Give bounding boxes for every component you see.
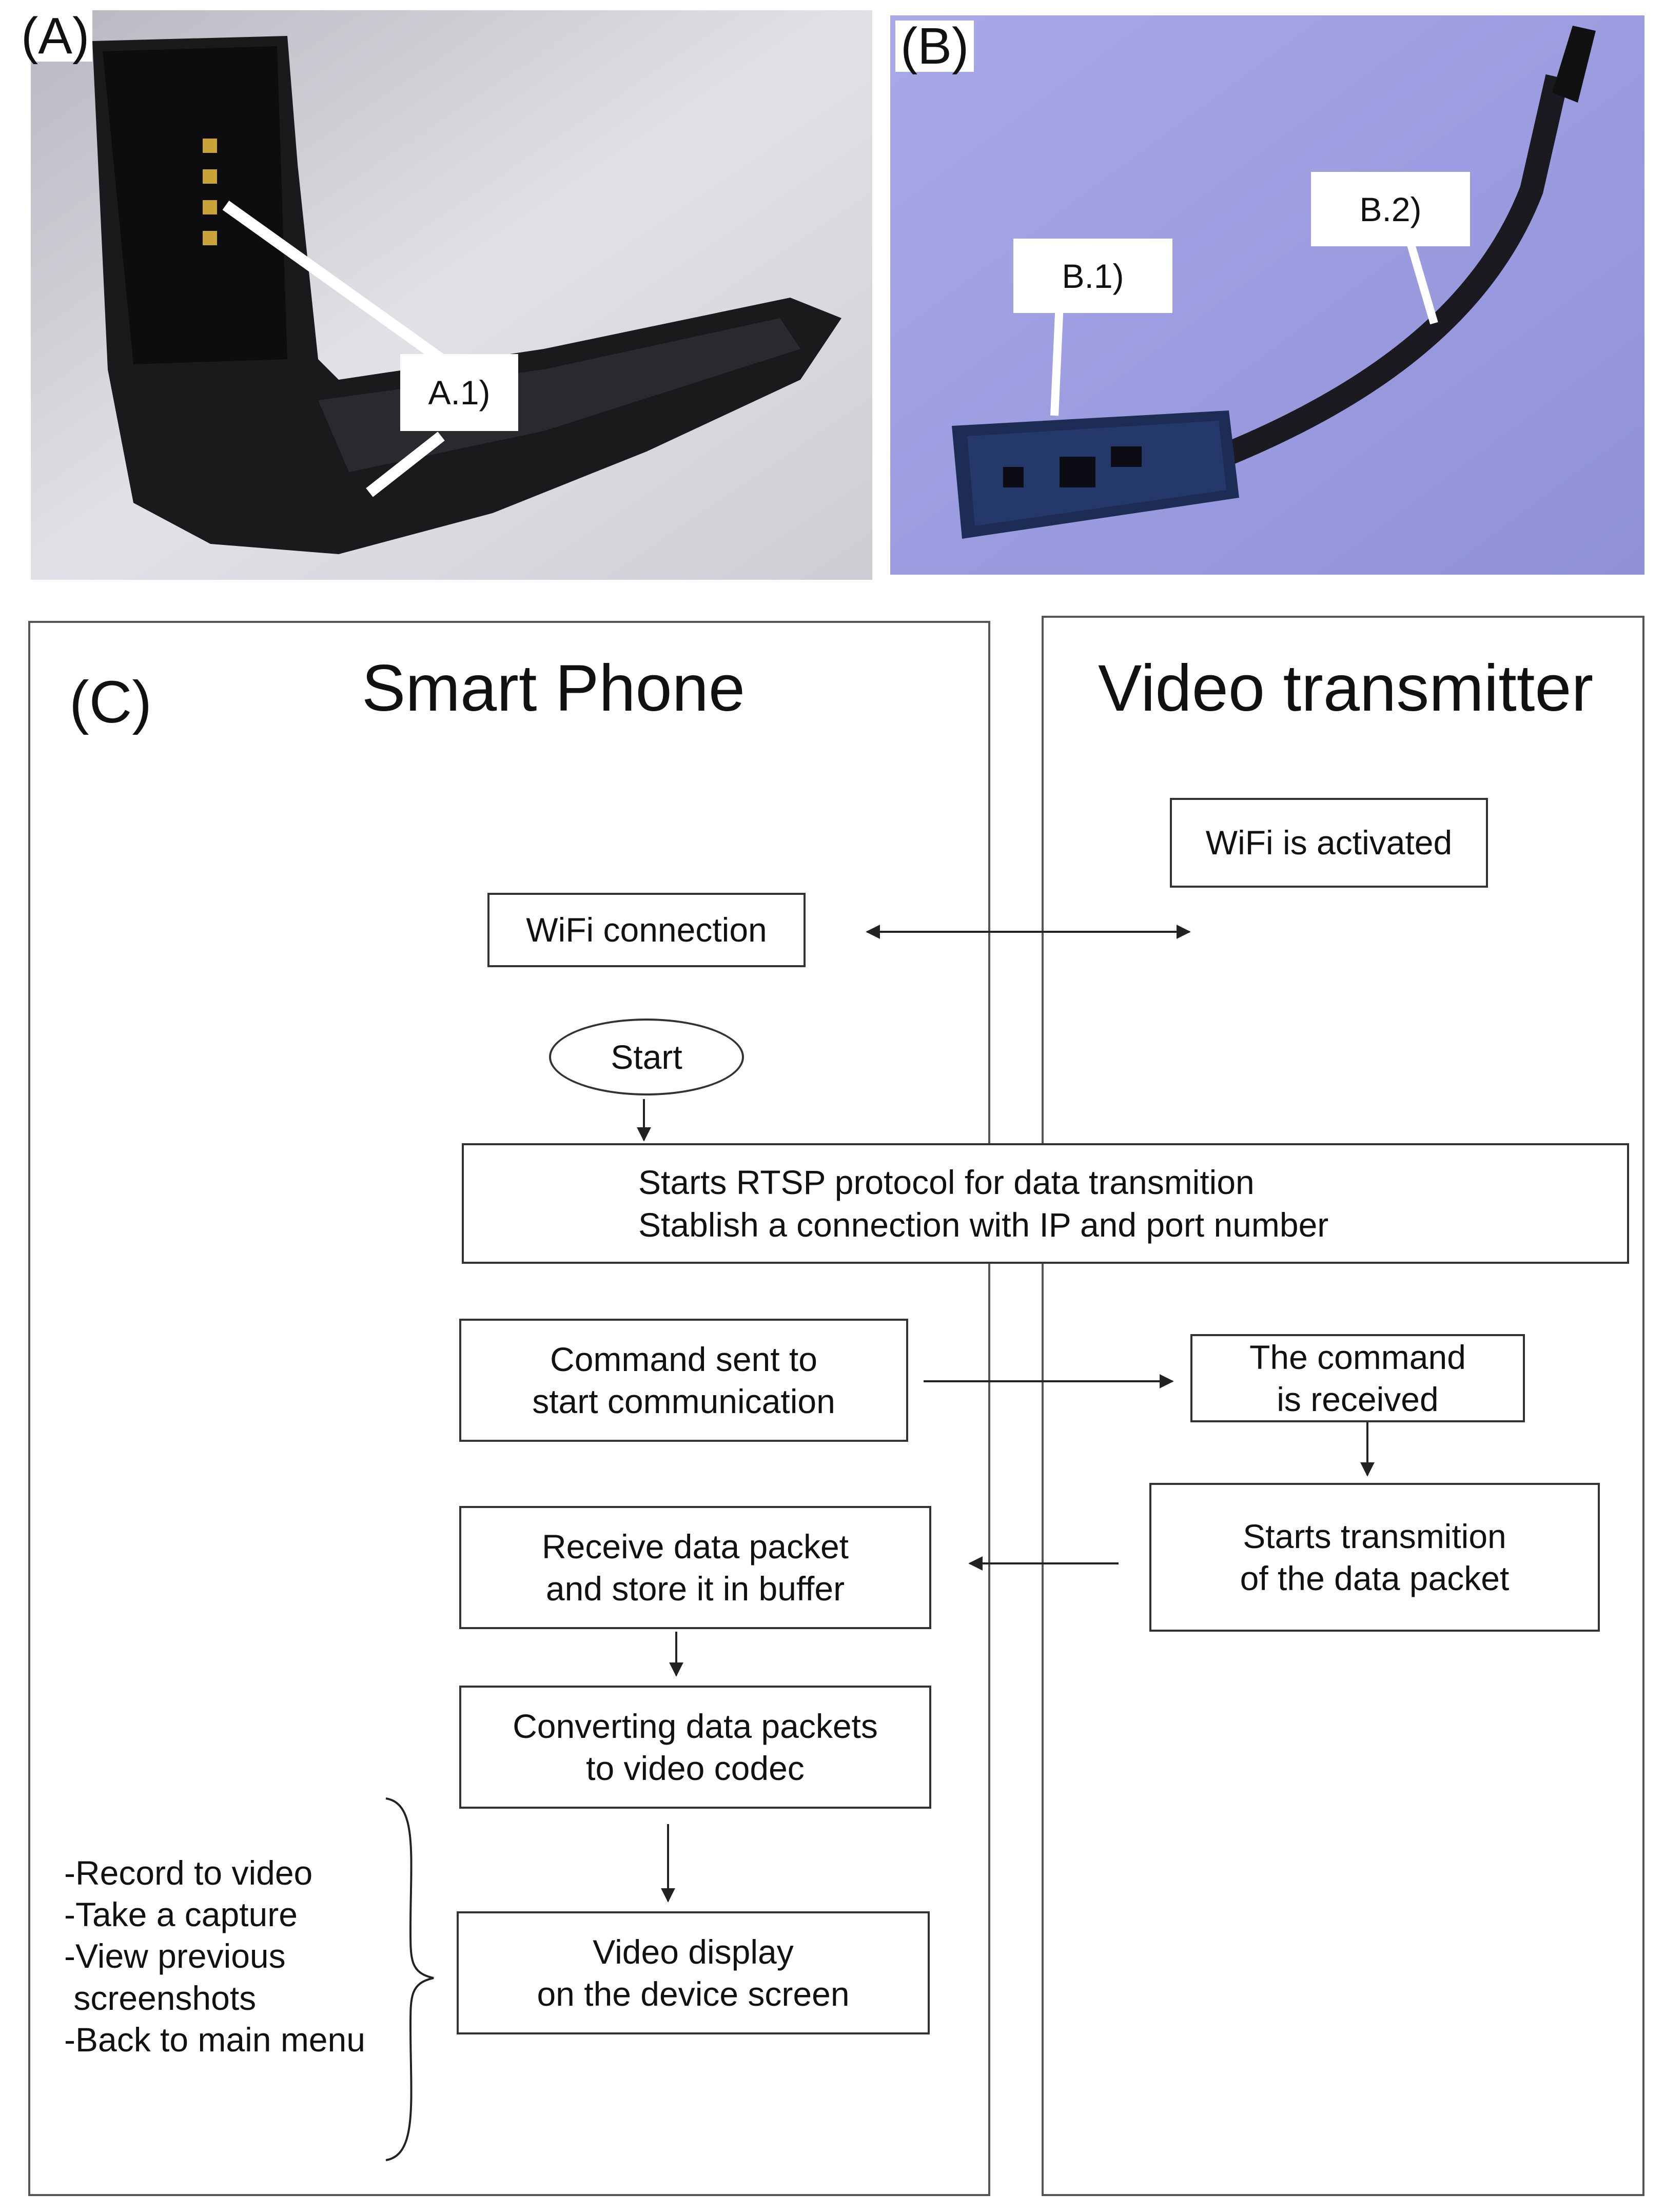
lane-title-phone: Smart Phone — [362, 652, 746, 725]
converting-box: Converting data packets to video codec — [459, 1686, 931, 1809]
command-received-box: The command is received — [1190, 1334, 1525, 1422]
lane-title-transmitter: Video transmitter — [1098, 652, 1594, 725]
option-item: -Record to video — [64, 1854, 313, 1892]
start-oval: Start — [549, 1019, 744, 1095]
lane-video-transmitter — [1042, 616, 1644, 2196]
rtsp-line-2: Stablish a connection with IP and port n… — [638, 1205, 1329, 1244]
video-display-box: Video display on the device screen — [457, 1911, 930, 2034]
command-sent-box: Command sent to start communication — [459, 1319, 908, 1442]
lane-smart-phone — [28, 621, 990, 2196]
callout-a1: A.1) — [400, 354, 518, 431]
option-item: -Back to main menu — [64, 2020, 365, 2059]
wifi-activated-box: WiFi is activated — [1170, 798, 1488, 888]
panel-label-b: (B) — [895, 21, 974, 72]
starts-transmition-box: Starts transmition of the data packet — [1149, 1483, 1600, 1632]
rtsp-line-1: Starts RTSP protocol for data transmitio… — [638, 1163, 1255, 1201]
rtsp-box: Starts RTSP protocol for data transmitio… — [462, 1143, 1629, 1264]
receive-packet-box: Receive data packet and store it in buff… — [459, 1506, 931, 1629]
panel-label-a: (A) — [18, 10, 93, 62]
option-item: screenshots — [64, 1979, 257, 2017]
callout-b1: B.1) — [1013, 239, 1172, 313]
wifi-connection-box: WiFi connection — [487, 893, 806, 967]
options-brace — [385, 1797, 434, 2161]
panel-label-c: (C) — [69, 669, 152, 735]
option-item: -View previous — [64, 1937, 286, 1975]
photo-a — [31, 10, 872, 580]
option-item: -Take a capture — [64, 1895, 298, 1934]
options-list: -Record to video -Take a capture -View p… — [64, 1852, 365, 2061]
callout-b2: B.2) — [1311, 172, 1470, 246]
